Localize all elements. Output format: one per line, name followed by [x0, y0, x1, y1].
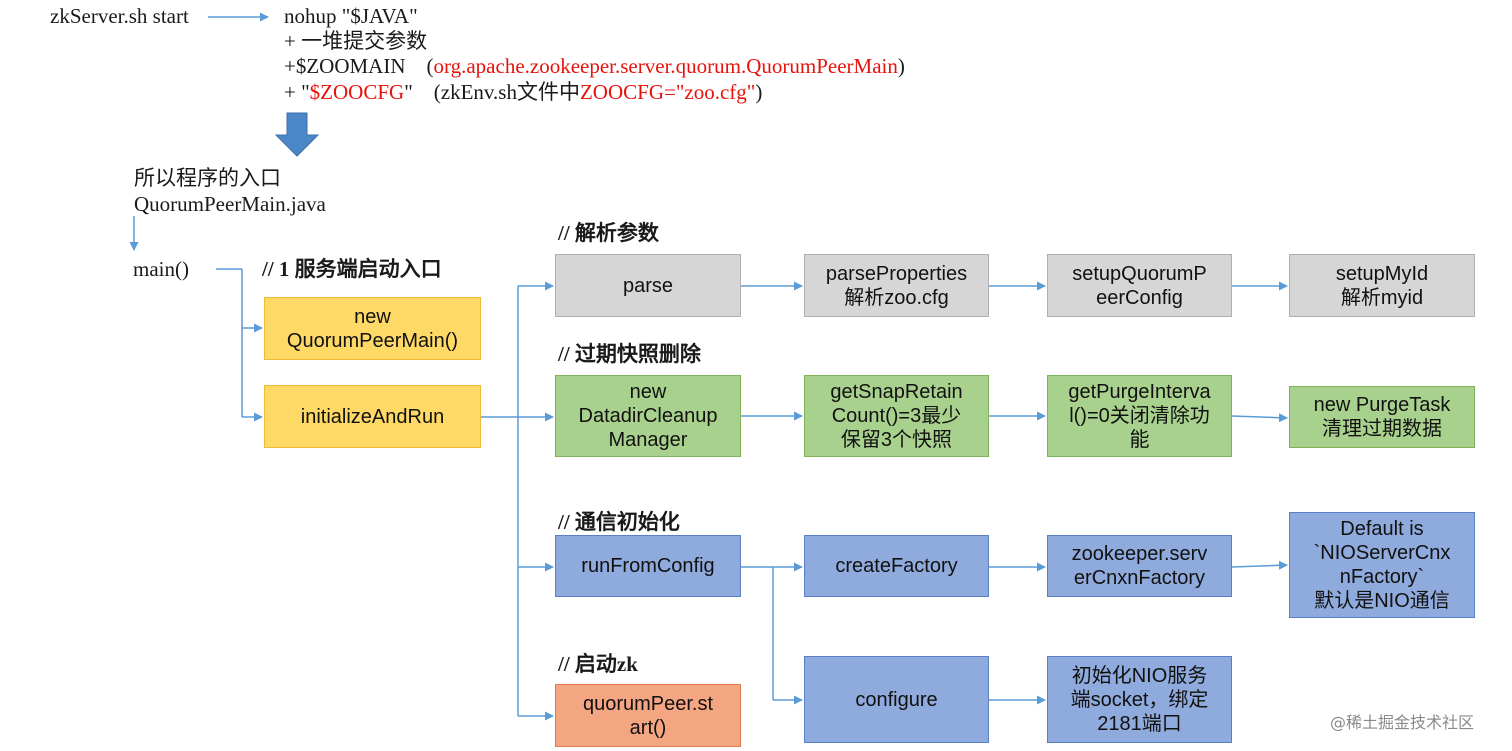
cmd-text: zkServer.sh start: [50, 4, 189, 28]
nohup-text: nohup "$JAVA": [284, 4, 418, 28]
entry-label: 所以程序的入口: [134, 166, 281, 190]
comment-purge: // 过期快照删除: [558, 342, 701, 366]
box-create-factory: createFactory: [804, 535, 989, 597]
zoomain-line: +$ZOOMAIN (org.apache.zookeeper.server.q…: [284, 54, 905, 78]
arrow-zkfac-to-default: [1231, 560, 1288, 570]
zoocfg-line: + "$ZOOCFG" (zkEnv.sh文件中ZOOCFG="zoo.cfg"…: [284, 80, 763, 104]
arrow-purge-to-task: [1231, 413, 1288, 423]
big-down-arrow: [274, 112, 320, 157]
comment-parse: // 解析参数: [558, 221, 659, 245]
watermark-text: @稀土掘金技术社区: [1330, 713, 1475, 732]
comment-comm: // 通信初始化: [558, 510, 680, 534]
entry-file: QuorumPeerMain.java: [134, 192, 326, 216]
params-text: + 一堆提交参数: [284, 29, 428, 53]
box-parse: parse: [555, 254, 741, 317]
box-initialize-and-run: initializeAndRun: [264, 385, 481, 448]
comment-server-entry: // 1 服务端启动入口: [262, 257, 442, 281]
main-label: main(): [133, 257, 189, 281]
box-run-from-config: runFromConfig: [555, 535, 741, 597]
box-configure: configure: [804, 656, 989, 743]
comment-start: // 启动zk: [558, 652, 638, 676]
